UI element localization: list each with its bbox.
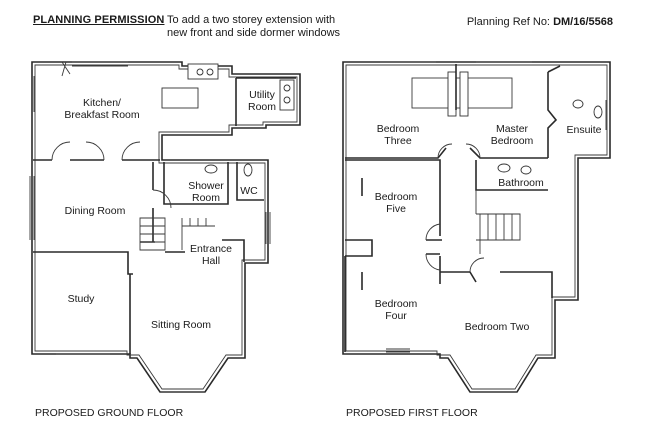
room-label-entrance-1: Entrance [190,243,232,255]
wc-toilet [243,163,253,177]
room-label-kitchen-1: Kitchen/ [83,97,121,109]
shower-basin [204,164,218,174]
first-floor-outer-wall [342,61,611,393]
room-label-bedroom-three-1: Bedroom [377,123,420,135]
room-label-sitting: Sitting Room [151,319,211,331]
ensuite-toilet [572,99,584,109]
room-label-study: Study [68,293,96,305]
room-label-master-2: Bedroom [491,135,534,147]
room-label-bedroom-four-1: Bedroom [375,298,418,310]
room-label-shower-1: Shower [188,180,224,192]
page-title: PLANNING PERMISSION [33,14,165,26]
planning-reference: Planning Ref No: DM/16/5568 [467,16,613,29]
planning-ref-label: Planning Ref No: [466,16,550,28]
room-label-kitchen-2: Breakfast Room [64,109,140,121]
room-label-utility-1: Utility [249,89,275,101]
bathroom-basin [497,163,511,173]
room-label-bedroom-five-1: Bedroom [375,191,418,203]
room-label-ensuite: Ensuite [566,124,601,136]
room-label-bedroom-three-2: Three [384,135,412,147]
first-floor-caption: PROPOSED FIRST FLOOR [346,407,478,419]
room-label-bedroom-four-2: Four [385,310,407,322]
room-label-wc: WC [240,185,258,197]
project-description: To add a two storey extension with new f… [167,14,341,39]
room-label-bedroom-five-2: Five [386,203,406,215]
room-label-bedroom-two: Bedroom Two [465,321,530,333]
room-label-master-1: Master [496,123,529,135]
utility-appliances [279,79,295,111]
room-label-bathroom: Bathroom [498,177,544,189]
room-label-utility-2: Room [248,101,276,113]
planning-ref-value: DM/16/5568 [553,16,613,28]
ground-floor-caption: PROPOSED GROUND FLOOR [35,407,184,419]
room-label-shower-2: Room [192,192,220,204]
room-label-dining: Dining Room [65,205,126,217]
first-floor-plan: Bedroom Three Master Bedroom Ensuite Bat… [342,61,611,419]
room-label-entrance-2: Hall [202,255,220,267]
kitchen-island [161,87,199,109]
ground-floor-plan: Kitchen/ Breakfast Room Utility Room Sho… [29,61,301,419]
ground-floor-outer-wall [31,61,301,393]
